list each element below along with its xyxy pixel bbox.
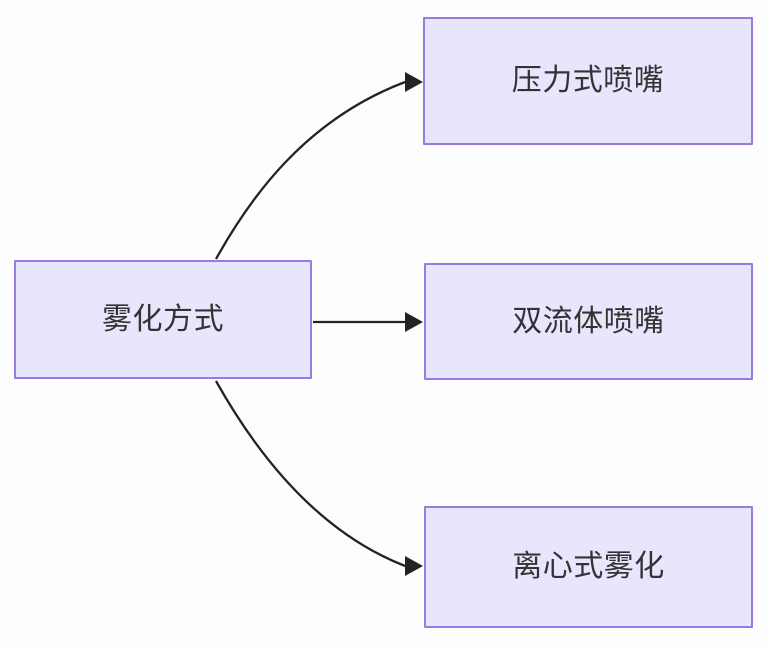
node-label: 双流体喷嘴 <box>512 304 665 338</box>
node-pressure-nozzle[interactable]: 压力式喷嘴 <box>423 17 753 145</box>
arrowhead-icon <box>405 312 423 332</box>
node-label: 压力式喷嘴 <box>511 64 665 97</box>
arrowhead-icon <box>405 72 423 92</box>
edge-source-to-twin-fluid-nozzle[interactable] <box>313 312 423 332</box>
node-twin-fluid-nozzle[interactable]: 双流体喷嘴 <box>424 263 753 380</box>
node-atomization-method[interactable]: 雾化方式 <box>14 260 312 379</box>
node-label: 离心式雾化 <box>512 550 665 583</box>
edge-source-to-centrifugal-atomization[interactable] <box>214 380 423 576</box>
edge-path-curved-top <box>214 80 406 260</box>
edge-source-to-pressure-nozzle[interactable] <box>214 72 423 260</box>
node-label: 雾化方式 <box>102 302 224 336</box>
node-centrifugal-atomization[interactable]: 离心式雾化 <box>424 506 753 628</box>
arrowhead-icon <box>405 556 423 576</box>
edge-path-curved-bottom <box>214 380 406 568</box>
